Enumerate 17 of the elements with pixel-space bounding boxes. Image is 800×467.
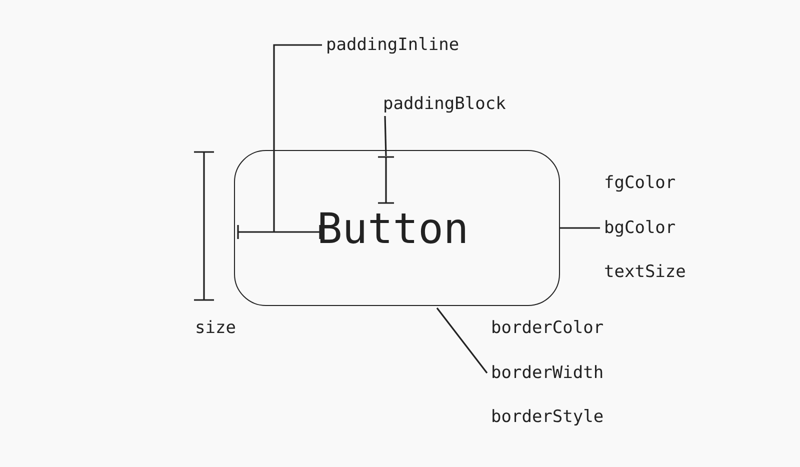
button-drawing [234, 150, 560, 306]
property-label: bgColor [604, 218, 676, 238]
padding-marker [237, 225, 321, 239]
leader-line [436, 308, 488, 374]
property-label: paddingBlock [383, 94, 506, 114]
padding-marker [378, 156, 394, 204]
property-label: borderColor [491, 318, 604, 338]
property-label: size [195, 318, 236, 338]
leader-line [560, 227, 600, 229]
property-label: borderStyle [491, 407, 604, 427]
property-label: fgColor [604, 173, 676, 193]
property-label: textSize [604, 262, 686, 282]
leader-line [384, 116, 387, 156]
property-label: paddingInline [326, 35, 460, 55]
property-label: borderWidth [491, 363, 604, 383]
leader-line [273, 44, 322, 232]
button-text: Button [317, 205, 469, 253]
